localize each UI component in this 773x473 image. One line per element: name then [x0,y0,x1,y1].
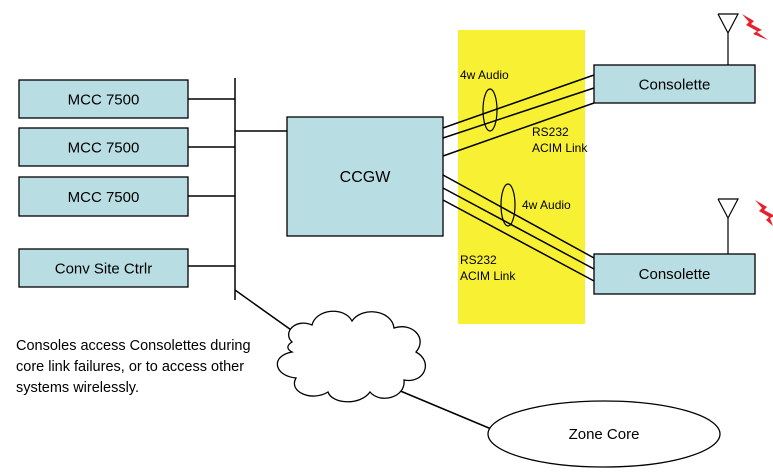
consolette-top-label: Consolette [639,77,711,94]
conv-site-ctrlr-label: Conv Site Ctrlr [55,261,153,278]
antenna-icon [717,13,739,65]
mcc-7500-1-box [18,79,189,119]
wire-bottom-1 [442,174,595,259]
mcc-7500-2-box [18,127,189,167]
lightning-icon [755,200,773,226]
audio-pair-bottom-marker [500,183,516,227]
acim-bottom-label: ACIM Link [460,269,516,283]
audio-top-label: 4w Audio [460,68,509,82]
ccgw-label: CCGW [340,169,392,186]
rs232-bottom-label: RS232 [460,253,497,267]
rs232-top-label: RS232 [532,125,569,139]
interface-highlight-band [458,30,585,324]
wire-bottom-3 [442,199,595,282]
mcc-7500-3-box [18,176,189,217]
wire-top-3 [442,102,595,157]
consolette-top-box [593,64,756,104]
mcc-7500-2-label: MCC 7500 [68,140,140,157]
consolette-bottom-box [593,253,756,295]
acim-top-label: ACIM Link [532,141,588,155]
antenna-icon [717,198,739,254]
wire-top-1 [442,74,595,129]
conv-site-ctrlr-box [18,248,189,288]
audio-pair-top-marker [482,88,498,132]
consoles-note: Consoles access Consolettes during core … [16,338,251,396]
zone-core-label: Zone Core [569,426,640,443]
zone-core-ellipse [487,400,721,468]
consolette-bottom-label: Consolette [639,266,711,283]
mcc-7500-1-label: MCC 7500 [68,92,140,109]
lightning-icon [742,14,768,40]
wire-bottom-2 [442,187,595,270]
wire-top-2 [442,87,595,139]
ccgw-box [286,116,444,237]
mcc-7500-3-label: MCC 7500 [68,189,140,206]
audio-bottom-label: 4w Audio [522,198,571,212]
cloud-icon [276,310,426,403]
